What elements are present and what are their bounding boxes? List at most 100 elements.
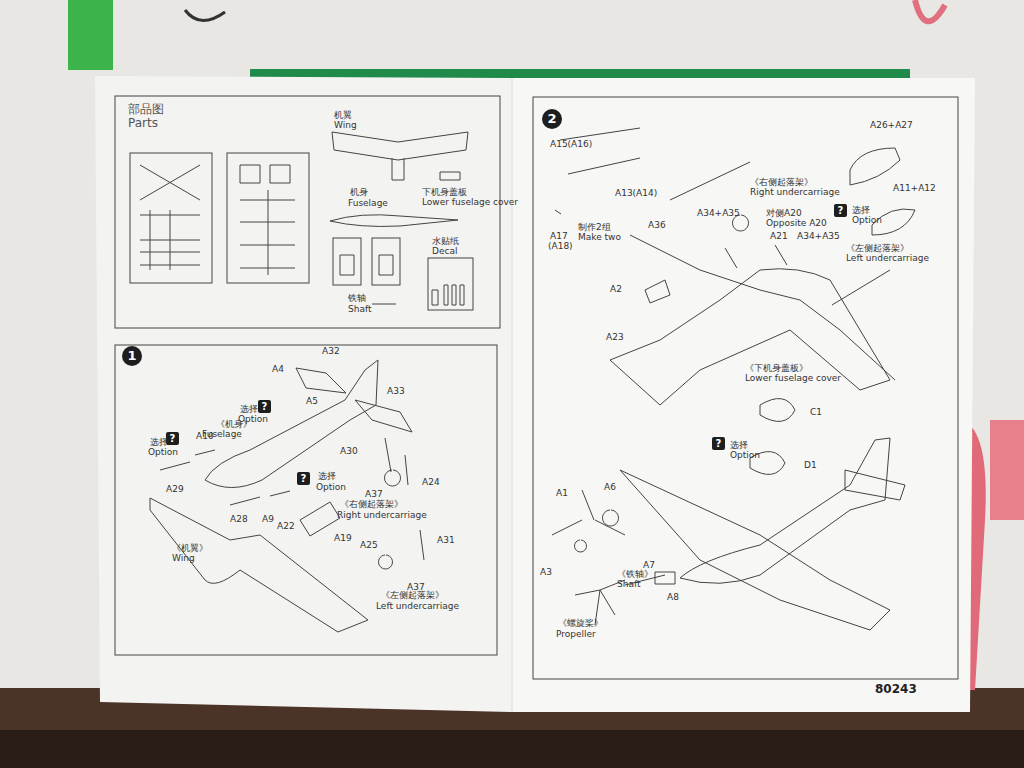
step-number: 2: [542, 109, 562, 129]
part-label: 选择: [318, 471, 336, 481]
part-label: 《右侧起落架》: [750, 177, 813, 187]
part-label: 《左侧起落架》: [846, 243, 909, 253]
part-label: 水贴纸: [432, 236, 459, 246]
part-label: 对侧A20: [766, 208, 802, 218]
drawing-shape: [250, 69, 910, 78]
part-label: A26+A27: [870, 120, 913, 130]
part-label: Option: [730, 450, 760, 460]
drawing-shape: [512, 78, 513, 712]
part-label: 铁轴: [348, 293, 366, 303]
part-label: Shaft: [348, 304, 371, 314]
part-label: Option: [316, 482, 346, 492]
part-label: Lower fuselage cover: [422, 197, 518, 207]
drawing-shape: [915, 0, 945, 21]
part-label: Left undercarriage: [376, 601, 459, 611]
node-text: ?: [712, 437, 725, 450]
option-icon: ?: [712, 437, 725, 450]
drawing-shape: [750, 399, 795, 475]
node-text: Parts: [128, 116, 164, 130]
option-icon: ?: [834, 204, 847, 217]
part-label: A28: [230, 514, 248, 524]
drawing-shape: [990, 420, 1024, 520]
part-label: A6: [604, 482, 616, 492]
part-label: 选择: [852, 205, 870, 215]
drawing-shape: [372, 304, 396, 305]
part-label: A17: [550, 231, 568, 241]
part-label: A34+A35: [697, 208, 740, 218]
part-label: A10: [196, 431, 214, 441]
part-label: 选择: [150, 437, 168, 447]
drawing-shape: [68, 0, 113, 70]
drawing-shape: [227, 153, 309, 283]
node-text: 2: [542, 109, 562, 129]
part-label: A13(A14): [615, 188, 657, 198]
part-label: Left undercarriage: [846, 253, 929, 263]
part-label: Decal: [432, 246, 457, 256]
part-label: Option: [148, 447, 178, 457]
part-label: A4: [272, 364, 284, 374]
part-label: 机翼: [334, 110, 352, 120]
part-label: A2: [610, 284, 622, 294]
drawing-shape: [185, 10, 225, 21]
drawing-shape: [680, 438, 890, 583]
step-number: 1: [122, 346, 142, 366]
node-text: ?: [834, 204, 847, 217]
drawing-shape: [115, 96, 958, 679]
drawing-shape: [150, 498, 368, 632]
drawing-shape: [620, 470, 905, 630]
drawing-shape: [300, 438, 424, 569]
drawing-shape: [115, 345, 497, 655]
part-label: A7: [643, 560, 655, 570]
part-label: A32: [322, 346, 340, 356]
part-label: A37: [365, 489, 383, 499]
part-label: Fuselage: [348, 198, 388, 208]
part-label: 《螺旋桨》: [558, 618, 603, 628]
drawing-shape: [552, 490, 625, 552]
part-label: A1: [556, 488, 568, 498]
part-label: Right undercarriage: [337, 510, 427, 520]
drawing-shape: [332, 132, 468, 180]
part-label: 机身: [350, 187, 368, 197]
drawing-shape: [432, 285, 464, 305]
part-label: A22: [277, 521, 295, 531]
part-label: 选择: [240, 404, 258, 414]
part-label: A23: [606, 332, 624, 342]
part-label: A21: [770, 231, 788, 241]
part-label: 制作2组: [578, 222, 611, 232]
part-label: A34+A35: [797, 231, 840, 241]
drawing-shape: [428, 258, 473, 310]
part-label: Wing: [172, 553, 195, 563]
drawing-shape: [130, 153, 212, 283]
part-label: 80243: [875, 684, 917, 694]
part-label: A29: [166, 484, 184, 494]
part-label: Option: [852, 215, 882, 225]
node-text: 部品图: [128, 102, 164, 116]
drawing-shape: [0, 730, 1024, 768]
part-label: A8: [667, 592, 679, 602]
drawing-shape: [645, 215, 787, 303]
part-label: Right undercarriage: [750, 187, 840, 197]
node-text: ?: [297, 472, 310, 485]
part-label: 下机身盖板: [422, 187, 467, 197]
drawing-shape: [555, 128, 915, 305]
drawing-shape: [140, 165, 200, 270]
part-label: 《机翼》: [172, 543, 208, 553]
part-label: A30: [340, 446, 358, 456]
drawing-shape: [205, 360, 378, 488]
part-label: A31: [437, 535, 455, 545]
part-label: Opposite A20: [766, 218, 827, 228]
part-label: Make two: [578, 232, 621, 242]
part-label: 《铁轴》: [617, 569, 653, 579]
part-label: A11+A12: [893, 183, 936, 193]
drawing-shape: [240, 165, 295, 275]
part-label: A24: [422, 477, 440, 487]
part-label: A9: [262, 514, 274, 524]
drawing-shape: [115, 96, 500, 328]
part-label: A19: [334, 533, 352, 543]
part-label: Wing: [334, 120, 357, 130]
part-label: 《右侧起落架》: [340, 499, 403, 509]
drawing-shape: [330, 215, 458, 227]
drawing-shape: [575, 572, 675, 625]
